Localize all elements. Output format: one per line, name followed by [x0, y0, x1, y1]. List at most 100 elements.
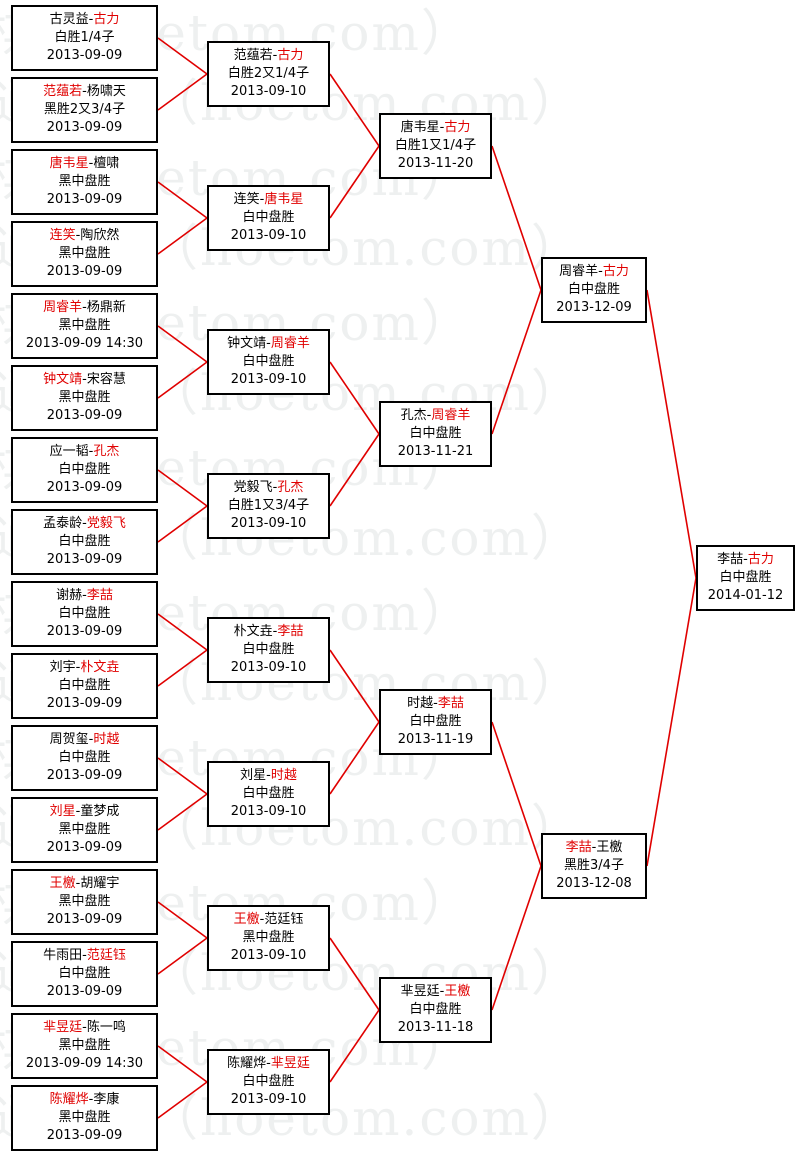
match-result: 白中盘胜 [58, 750, 111, 765]
separator: - [88, 12, 94, 27]
separator: - [82, 300, 87, 315]
player-name: 孔杰 [400, 408, 427, 423]
match-players: 连笑-唐韦星 [234, 191, 304, 209]
bracket-connector-line [329, 937, 380, 1011]
bracket-connector-line [157, 901, 208, 939]
match-date: 2014-01-12 [707, 588, 784, 603]
match-date: 2013-09-10 [230, 228, 307, 243]
player-name: 陈一鸣 [86, 1020, 126, 1035]
player-name: 周睿羊 [559, 264, 599, 279]
player-name: 谢赫 [56, 588, 83, 603]
match-date: 2013-12-09 [556, 300, 632, 315]
match-players: 古灵益-古力 [50, 11, 120, 29]
player-name: 古力 [444, 120, 471, 135]
player-name: 唐韦星 [49, 156, 89, 171]
player-name: 钟文靖 [227, 336, 267, 351]
separator: - [75, 876, 81, 891]
player-name: 周睿羊 [270, 336, 310, 351]
separator: - [266, 336, 271, 351]
match-date: 2013-09-10 [230, 84, 307, 99]
player-name: 周睿羊 [431, 408, 471, 423]
bracket-connector-line [491, 145, 542, 291]
player-name: 孟泰龄 [43, 516, 83, 531]
bracket-connector-line [157, 757, 208, 795]
separator: - [272, 48, 278, 63]
bracket-connector-line [491, 721, 542, 867]
match-result: 黑胜2又3/4子 [43, 102, 126, 117]
match-players: 刘星-时越 [240, 767, 297, 785]
bracket-connector-line [329, 721, 380, 795]
bracket-connector-line [157, 613, 208, 651]
match-date: 2013-09-09 [46, 624, 123, 639]
player-name: 党毅飞 [86, 516, 126, 531]
match-result: 白中盘胜 [409, 426, 462, 441]
bracket-connector-line [157, 325, 208, 363]
match-date: 2013-09-10 [230, 1092, 307, 1107]
bracket-connector-line [329, 1009, 380, 1083]
separator: - [88, 444, 94, 459]
bracket-connector-line [329, 361, 380, 435]
match-date: 2013-09-09 [46, 696, 123, 711]
player-name: 李喆 [86, 588, 113, 603]
bracket-connector-line [157, 73, 208, 111]
player-name: 陈耀烨 [49, 1092, 89, 1107]
player-name: 李喆 [437, 696, 464, 711]
match-date: 2013-09-10 [230, 516, 307, 531]
match-players: 李喆-古力 [717, 551, 774, 569]
match-date: 2013-09-10 [230, 660, 307, 675]
player-name: 王檄 [596, 840, 623, 855]
match-players: 应一韬-孔杰 [50, 443, 120, 461]
match-result: 黑中盘胜 [58, 894, 111, 909]
player-name: 范廷钰 [86, 948, 126, 963]
match-date: 2013-09-09 [46, 840, 123, 855]
player-name: 宋容慧 [86, 372, 126, 387]
separator: - [82, 588, 87, 603]
separator: - [75, 228, 81, 243]
player-name: 周睿羊 [43, 300, 83, 315]
match-date: 2013-09-09 [46, 480, 123, 495]
player-name: 杨鼎新 [86, 300, 126, 315]
separator: - [439, 120, 445, 135]
match-date: 2013-12-08 [556, 876, 632, 891]
bracket-connector-line [157, 1045, 208, 1083]
match-players: 连笑-陶欣然 [50, 227, 120, 245]
match-result: 白中盘胜 [58, 678, 111, 693]
match-players: 刘宇-朴文垚 [50, 659, 120, 677]
player-name: 芈昱廷 [270, 1056, 310, 1071]
player-name: 李康 [93, 1092, 120, 1107]
bracket-connector-line [646, 577, 697, 867]
player-name: 芈昱廷 [400, 984, 440, 999]
player-name: 古灵益 [49, 12, 89, 27]
match-result: 白中盘胜 [242, 1074, 295, 1089]
separator: - [88, 156, 94, 171]
match-result: 白中盘胜 [409, 1002, 462, 1017]
match-date: 2013-09-09 [46, 984, 123, 999]
match-players: 王檄-范廷钰 [234, 911, 304, 929]
bracket-connector-line [157, 937, 208, 975]
match-result: 白中盘胜 [58, 534, 111, 549]
bracket-connector-line [491, 289, 542, 435]
match-result: 白中盘胜 [567, 282, 620, 297]
match-result: 白中盘胜 [242, 642, 295, 657]
bracket-connector-line [157, 361, 208, 399]
match-result: 白中盘胜 [242, 786, 295, 801]
bracket-connector-line [157, 793, 208, 831]
match-players: 朴文垚-李喆 [234, 623, 304, 641]
match-result: 黑中盘胜 [58, 174, 111, 189]
separator: - [259, 912, 265, 927]
